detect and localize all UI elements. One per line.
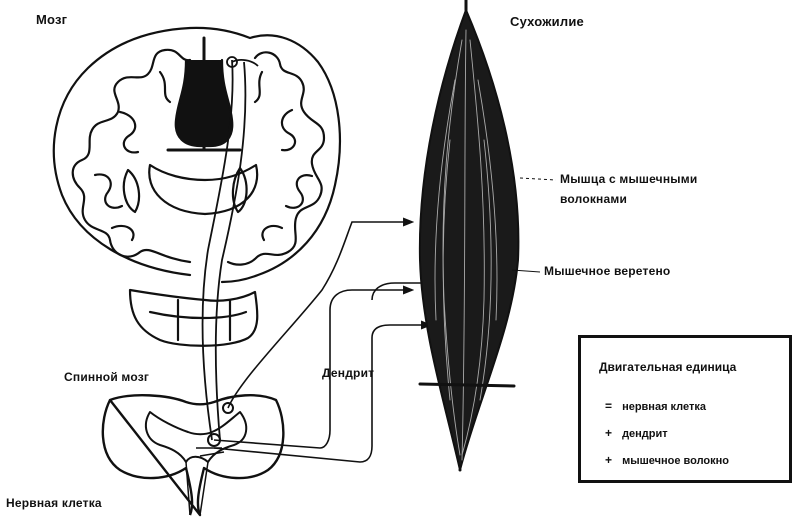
brain-section (54, 28, 340, 346)
muscle-label-line2: волокнами (560, 192, 627, 206)
legend-text: нервная клетка (622, 401, 706, 413)
motor-unit-legend: Двигательная единица = нервная клетка + … (578, 335, 792, 483)
tendon-label: Сухожилие (510, 14, 584, 29)
legend-symbol: + (605, 420, 619, 446)
spinal-cord-label: Спинной мозг (64, 370, 149, 384)
spinal-cord-section (103, 395, 284, 515)
muscle (420, 0, 519, 470)
legend-item: + дендрит (605, 420, 729, 447)
legend-symbol: + (605, 447, 619, 473)
muscle-label-line1: Мышца с мышечными (560, 172, 697, 186)
legend-text: дендрит (622, 428, 668, 440)
legend-item: = нервная клетка (605, 393, 729, 420)
dendrite-label: Дендрит (322, 366, 374, 380)
spindle-label: Мышечное веретено (544, 264, 670, 278)
nerve-cell-label: Нервная клетка (6, 496, 102, 510)
legend-text: мышечное волокно (622, 455, 729, 467)
legend-list: = нервная клетка + дендрит + мышечное во… (605, 393, 729, 474)
brain-label: Мозг (36, 12, 67, 27)
legend-item: + мышечное волокно (605, 447, 729, 474)
legend-symbol: = (605, 393, 619, 419)
legend-title: Двигательная единица (599, 360, 736, 374)
